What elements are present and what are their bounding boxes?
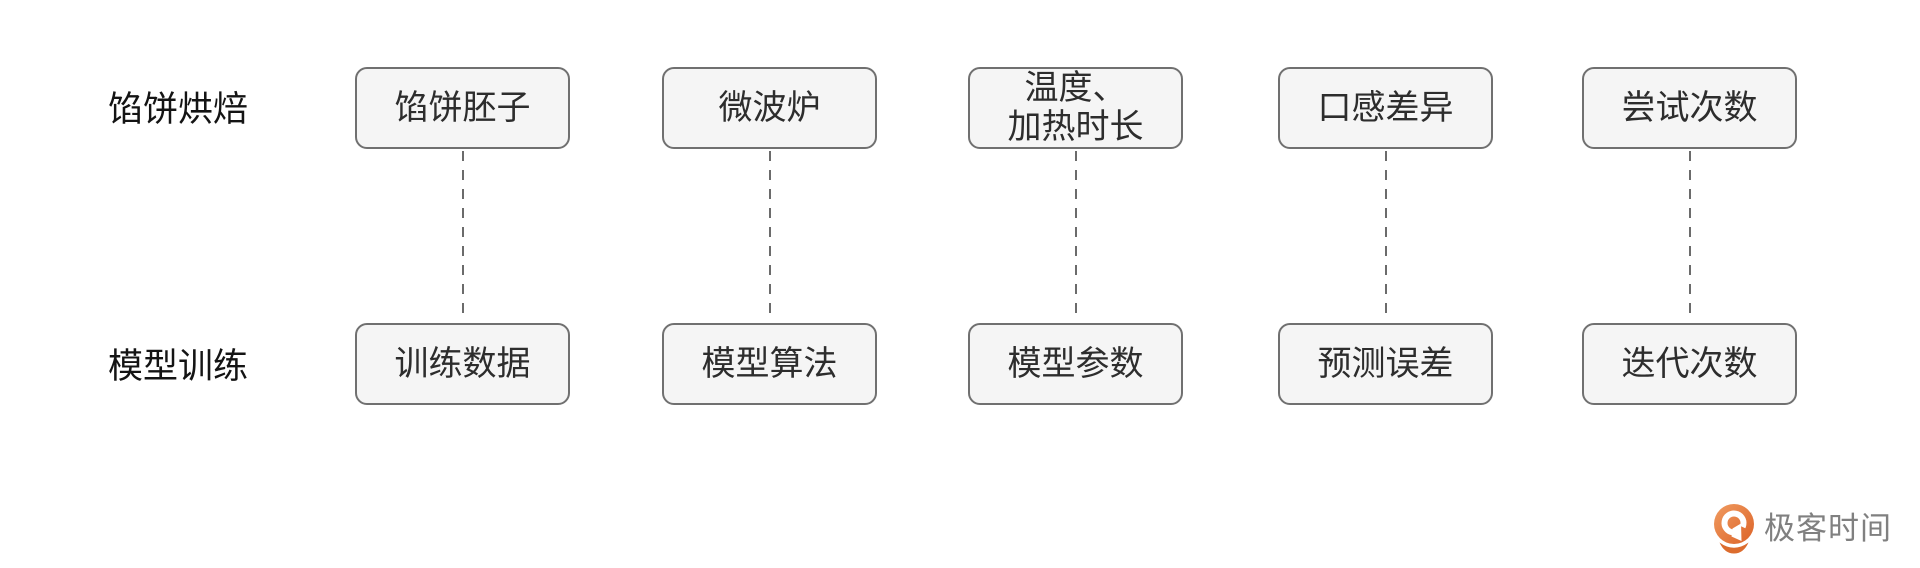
box-label-line: 迭代次数	[1621, 344, 1758, 383]
analogy-column: 馅饼胚子 训练数据	[355, 0, 570, 568]
geektime-logo: 极客时间	[1712, 503, 1892, 555]
box-label-line: 模型参数	[1007, 344, 1144, 383]
box-label-line: 温度、	[1024, 69, 1127, 107]
training-concept-box: 训练数据	[355, 323, 570, 405]
baking-concept-box: 馅饼胚子	[355, 67, 570, 149]
geektime-q-icon	[1714, 504, 1754, 554]
dashed-connector	[1074, 151, 1077, 322]
dashed-connector	[461, 151, 464, 322]
box-label-line: 模型算法	[701, 344, 838, 383]
dashed-connector	[768, 151, 771, 322]
box-label-line: 训练数据	[394, 344, 531, 383]
analogy-column: 尝试次数 迭代次数	[1582, 0, 1797, 568]
baking-concept-box: 口感差异	[1278, 67, 1493, 149]
training-concept-box: 模型参数	[968, 323, 1183, 405]
training-concept-box: 预测误差	[1278, 323, 1493, 405]
row-label-baking: 馅饼烘焙	[108, 90, 249, 129]
box-label-line: 微波炉	[718, 88, 821, 127]
analogy-column: 口感差异 预测误差	[1278, 0, 1493, 568]
box-label-line: 口感差异	[1317, 88, 1454, 127]
dashed-connector	[1384, 151, 1387, 322]
training-concept-box: 迭代次数	[1582, 323, 1797, 405]
analogy-column: 微波炉 模型算法	[662, 0, 877, 568]
box-label-line: 馅饼胚子	[394, 88, 531, 127]
geektime-logo-text: 极客时间	[1764, 511, 1892, 546]
baking-concept-box: 微波炉	[662, 67, 877, 149]
box-label-line: 预测误差	[1317, 344, 1454, 383]
box-label-line: 加热时长	[1007, 108, 1144, 146]
analogy-column: 温度、 加热时长 模型参数	[968, 0, 1183, 568]
baking-concept-box: 温度、 加热时长	[968, 67, 1183, 149]
box-label-line: 尝试次数	[1621, 88, 1758, 127]
row-label-training: 模型训练	[108, 347, 249, 386]
baking-concept-box: 尝试次数	[1582, 67, 1797, 149]
dashed-connector	[1688, 151, 1691, 322]
training-concept-box: 模型算法	[662, 323, 877, 405]
